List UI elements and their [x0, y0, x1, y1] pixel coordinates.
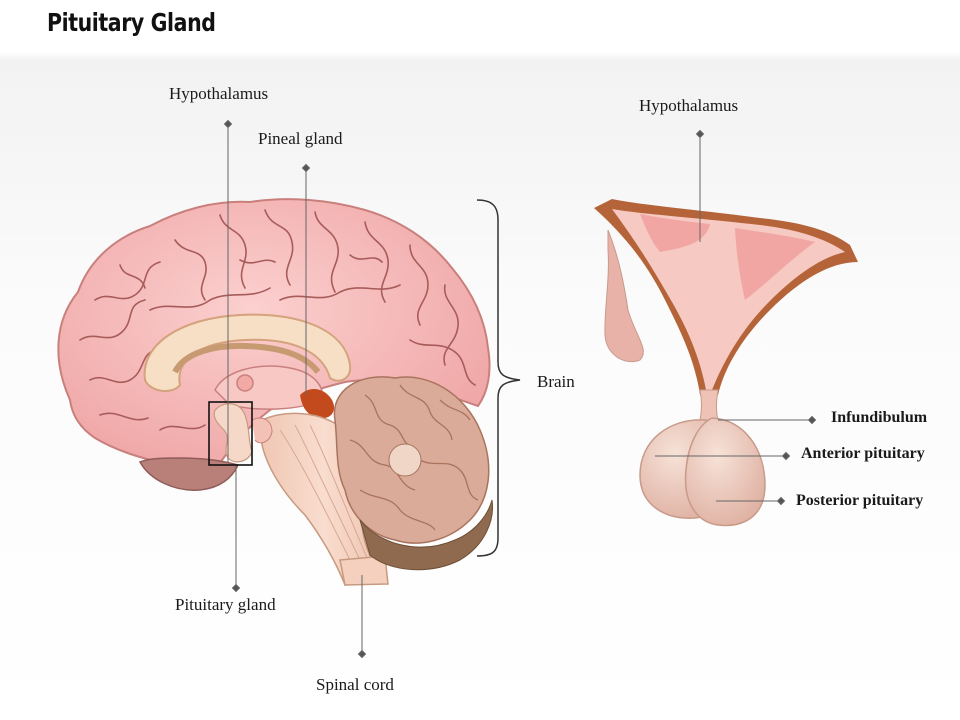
label-brain: Brain [537, 372, 575, 391]
label-hypothalamus-left: Hypothalamus [169, 84, 269, 103]
leader-lines-left [223, 119, 367, 659]
label-anterior-pituitary: Anterior pituitary [801, 445, 925, 462]
temporal-lobe [138, 457, 240, 491]
pituitary-small [213, 403, 253, 463]
pineal-region [300, 388, 335, 419]
label-posterior-pituitary: Posterior pituitary [796, 492, 924, 509]
label-spinal-cord: Spinal cord [316, 675, 394, 694]
label-pituitary-gland: Pituitary gland [175, 595, 276, 614]
label-hypothalamus-right: Hypothalamus [639, 96, 739, 115]
brain-illustration [57, 198, 494, 586]
spinal-cord-shape [339, 555, 389, 586]
brain-brace [476, 199, 521, 557]
gyri-lines [79, 209, 476, 431]
mammillary-bulb [604, 229, 644, 362]
leader-lines-right [655, 129, 817, 506]
label-infundibulum: Infundibulum [831, 409, 928, 426]
pituitary-highlight-box [208, 401, 253, 466]
infundibulum-stalk [699, 389, 719, 421]
label-pineal-gland: Pineal gland [258, 129, 343, 148]
pituitary-closeup [594, 199, 858, 527]
page-title: Pituitary Gland [47, 8, 216, 37]
title-bar [0, 0, 960, 52]
cerebellum [333, 376, 494, 571]
posterior-pituitary-shape [684, 417, 766, 527]
corpus-callosum [143, 313, 352, 392]
